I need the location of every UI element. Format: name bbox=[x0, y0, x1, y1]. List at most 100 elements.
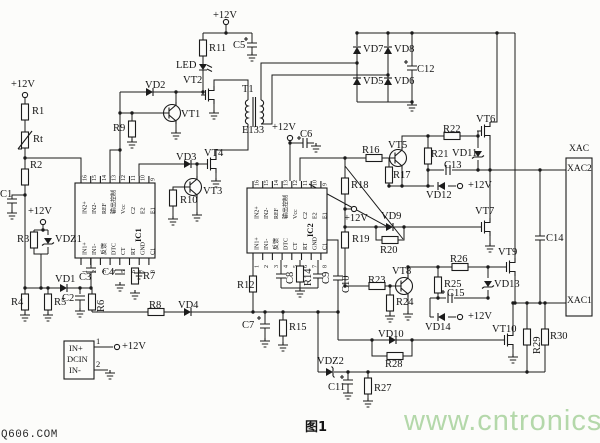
label-vd13: VD13 bbox=[494, 279, 520, 290]
label-vd12: VD12 bbox=[426, 190, 452, 201]
ic2-bottom-pin-number: 2 bbox=[264, 265, 270, 268]
ic1-bottom-pin-number: 5 bbox=[121, 270, 127, 273]
label-r26: R26 bbox=[450, 254, 468, 265]
label-r23: R23 bbox=[368, 275, 386, 286]
label-vt3: VT3 bbox=[203, 186, 223, 197]
ic1-top-pin-number: 14 bbox=[102, 175, 108, 181]
figure-caption: 图1 bbox=[305, 420, 328, 435]
ic1-top-pin-number: 12 bbox=[121, 175, 127, 181]
label-c2: C2 bbox=[62, 293, 75, 304]
ic1-bottom-pin-label: GND bbox=[141, 241, 147, 255]
label-c9: C9 bbox=[321, 271, 332, 284]
ic2-top-pin-number: 15 bbox=[264, 180, 270, 186]
ic2-bottom-pin-label: 反馈 bbox=[272, 238, 280, 250]
label-r24: R24 bbox=[396, 297, 414, 308]
label-c11: C11 bbox=[328, 382, 346, 393]
label-vd10: VD10 bbox=[378, 329, 404, 340]
label-r16: R16 bbox=[362, 145, 380, 156]
label-transformer-core: E133 bbox=[242, 125, 265, 136]
dcin-pin1: 1 bbox=[96, 336, 101, 346]
ic2-bottom-pin-number: 3 bbox=[274, 265, 280, 268]
label-c1: C1 bbox=[0, 189, 13, 200]
supply-label-1: +12V bbox=[11, 79, 36, 90]
ic1-top-pin-number: 11 bbox=[131, 175, 137, 181]
label-c6: C6 bbox=[300, 129, 313, 140]
ic2-bottom-pin-label: DTC bbox=[284, 238, 290, 250]
transformer-symbol bbox=[244, 97, 265, 127]
ic1-top-pin-label: Vcc bbox=[121, 204, 127, 214]
ic2-top-pin-number: 16 bbox=[254, 180, 260, 186]
label-vd6: VD6 bbox=[394, 76, 415, 87]
label-r15: R15 bbox=[289, 322, 307, 333]
label-r2: R2 bbox=[30, 160, 43, 171]
junction-dots bbox=[23, 31, 547, 374]
label-vt7: VT7 bbox=[475, 206, 495, 217]
label-c12: C12 bbox=[417, 64, 435, 75]
supply-label-7: +12V bbox=[468, 311, 493, 322]
ic2-top-pin-label: E1 bbox=[322, 212, 328, 219]
label-r21: R21 bbox=[431, 149, 449, 160]
label-r22: R22 bbox=[443, 124, 461, 135]
ic2-top-pin-label: IN2- bbox=[264, 208, 270, 219]
label-vd4: VD4 bbox=[178, 300, 199, 311]
label-transformer: T1 bbox=[242, 84, 254, 95]
label-vdz2: VDZ2 bbox=[317, 356, 344, 367]
ic2-bottom-pin-number: 6 bbox=[303, 265, 309, 268]
xac2-terminal: XAC2 bbox=[567, 164, 592, 174]
ic2-top-pin-number: 9 bbox=[322, 183, 328, 186]
label-vt4: VT4 bbox=[204, 148, 224, 159]
label-r19: R19 bbox=[352, 234, 370, 245]
ic2-body bbox=[246, 187, 328, 254]
ic1-bottom-pin-label: DTC bbox=[112, 243, 118, 255]
label-rt: Rt bbox=[33, 134, 43, 145]
label-vd14: VD14 bbox=[425, 322, 451, 333]
ic1-top-pin-number: 10 bbox=[141, 175, 147, 181]
xac-box bbox=[565, 157, 593, 317]
ic2-bottom-pin-label: GND bbox=[313, 236, 319, 250]
label-c7: C7 bbox=[242, 320, 255, 331]
label-r9: R9 bbox=[113, 123, 126, 134]
label-vd3: VD3 bbox=[176, 152, 197, 163]
label-c8: C8 bbox=[285, 271, 296, 284]
ic2-bottom-pin-number: 1 bbox=[254, 265, 260, 268]
ic1-bottom-pin-number: 4 bbox=[112, 270, 118, 273]
ic1-bottom-pin-number: 1 bbox=[82, 270, 88, 273]
label-r14: R14 bbox=[303, 268, 314, 286]
ic1-bottom-pin-number: 2 bbox=[92, 270, 98, 273]
ic1-bottom-pin-label: CT bbox=[121, 247, 127, 255]
label-vt10: VT10 bbox=[492, 324, 517, 335]
ic1-top-pin-number: 15 bbox=[92, 175, 98, 181]
label-r12: R12 bbox=[237, 280, 255, 291]
ic1-bottom-pin-label: IN1+ bbox=[82, 242, 88, 255]
ic1-bottom-pin-number: 7 bbox=[141, 270, 147, 273]
label-r10: R10 bbox=[180, 195, 198, 206]
label-r8: R8 bbox=[149, 300, 162, 311]
ic2-top-pin-label: REF bbox=[274, 207, 280, 219]
supply-label-4: +12V bbox=[272, 122, 297, 133]
dcin-box bbox=[63, 340, 95, 380]
watermark-left: Q606.COM bbox=[1, 429, 58, 441]
ic1-bottom-pin-number: 3 bbox=[102, 270, 108, 273]
ic1-top-pin-label: 输出控制 bbox=[110, 190, 118, 214]
label-c5: C5 bbox=[233, 40, 246, 51]
label-r28: R28 bbox=[385, 359, 403, 370]
label-vt1: VT1 bbox=[181, 109, 201, 120]
ic1-top-pin-number: 16 bbox=[82, 175, 88, 181]
ic2-bottom-pin-label: C1 bbox=[322, 243, 328, 250]
label-vd1: VD1 bbox=[55, 274, 76, 285]
ic2-bottom-pin-label: RT bbox=[303, 242, 309, 250]
ic2-top-pin-number: 14 bbox=[274, 180, 280, 186]
ic1-bottom-pin-label: RT bbox=[131, 247, 137, 255]
label-r4: R4 bbox=[11, 297, 24, 308]
supply-label-3: +12V bbox=[213, 10, 238, 21]
transistor-symbols bbox=[162, 85, 516, 350]
label-r29: R29 bbox=[532, 336, 543, 354]
dcin-pin2: 2 bbox=[96, 359, 101, 369]
label-c3: C3 bbox=[79, 272, 92, 283]
label-vd9: VD9 bbox=[381, 211, 402, 222]
supply-label-5: +12V bbox=[344, 213, 369, 224]
label-vd7: VD7 bbox=[363, 44, 384, 55]
ic1-bottom-pin-label: 反馈 bbox=[100, 243, 108, 255]
label-vt8: VT8 bbox=[392, 266, 412, 277]
